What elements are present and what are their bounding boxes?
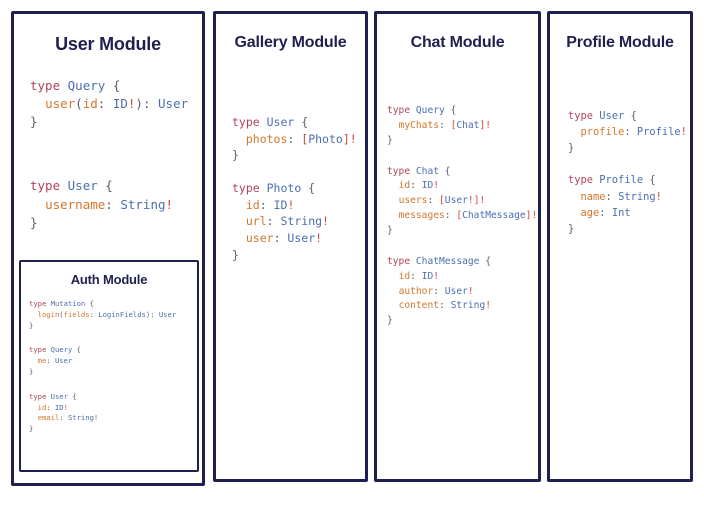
code-block-auth-user: type User { id: ID! email: String! } (29, 391, 99, 434)
panel-profile-module[interactable]: Profile Module type User { profile: Prof… (547, 11, 693, 482)
code-block-profile-profile: type Profile { name: String! age: Int } (568, 174, 662, 235)
panel-title-chat-module: Chat Module (410, 34, 505, 51)
panel-title-profile-module: Profile Module (566, 34, 674, 51)
panel-title-user-module: User Module (55, 34, 161, 54)
panel-gallery-module[interactable]: Gallery Module type User { photos: [Phot… (213, 11, 368, 482)
code-block-auth-mutation: type Mutation { login(fields: LoginField… (29, 299, 177, 330)
panel-title-auth-module: Auth Module (70, 272, 148, 287)
code-block-gallery-photo: type Photo { id: ID! url: String! user: … (232, 181, 329, 262)
code-block-chat-chatmessage: type ChatMessage { id: ID! author: User!… (387, 255, 491, 327)
code-block-profile-user: type User { profile: Profile! } (568, 110, 687, 155)
code-block-user-query: type Query { user(id: ID!): User } (30, 78, 189, 130)
code-block-chat-query: type Query { myChats: [Chat]! } (387, 105, 492, 146)
code-block-gallery-user: type User { photos: [Photo]! } (232, 115, 357, 163)
panel-title-gallery-module: Gallery Module (234, 34, 347, 51)
code-block-auth-query: type Query { me: User } (29, 345, 81, 376)
panel-chat-module[interactable]: Chat Module type Query { myChats: [Chat]… (374, 11, 541, 482)
panel-auth-module[interactable]: Auth Module type Mutation { login(fields… (19, 260, 199, 472)
panel-user-module[interactable]: User Module type Query { user(id: ID!): … (11, 11, 205, 486)
code-block-user-type: type User { username: String! } (30, 178, 174, 230)
code-block-chat-chat: type Chat { id: ID! users: [User!]! mess… (387, 165, 538, 237)
